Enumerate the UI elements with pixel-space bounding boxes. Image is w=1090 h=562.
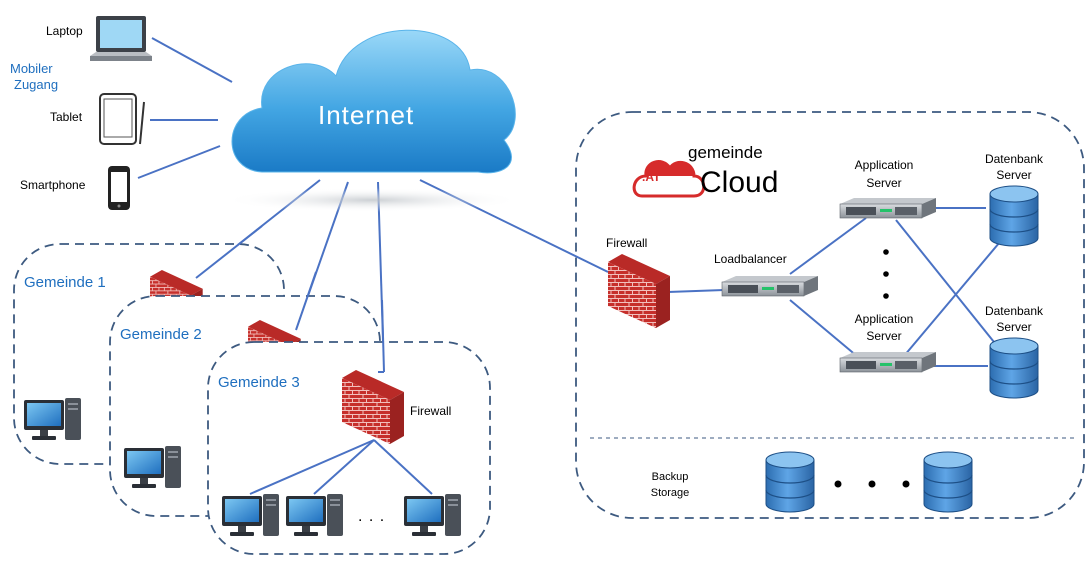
logo-badge-text: .AT [642, 170, 661, 184]
app-server-2-icon [839, 351, 937, 373]
link-firewall-loadbalancer [667, 289, 725, 293]
smartphone-icon [108, 166, 130, 210]
app-server-1-label-line1: Application [854, 158, 914, 172]
db-server-1-label-line1: Datenbank [984, 152, 1044, 166]
backup-db-1-icon [765, 451, 815, 513]
internet-cloud [222, 29, 522, 212]
tablet-label: Tablet [50, 110, 83, 124]
loadbalancer-server-icon [721, 275, 819, 297]
link-smartphone-internet [137, 145, 221, 179]
internet-label: Internet [318, 100, 415, 130]
backup-label-line1: Backup [651, 471, 689, 483]
cloud-firewall-label: Firewall [606, 236, 648, 250]
gemeinde-3-label: Gemeinde 3 [218, 374, 300, 391]
mobile-access-label-line2: Zugang [14, 77, 59, 92]
app-server-1-label-line2: Server [866, 176, 902, 190]
gemeinde-3-content [222, 370, 461, 536]
gemeinde-2-label: Gemeinde 2 [120, 326, 202, 343]
link-app2-db1 [903, 229, 1011, 357]
backup-label-line2: Storage [650, 487, 690, 499]
mobile-access-label-line1: Mobiler [10, 61, 53, 76]
logo-word-gemeinde: gemeinde [688, 143, 763, 162]
cloud-firewall-icon [608, 254, 670, 328]
laptop-label: Laptop [46, 24, 83, 38]
logo-word-cloud: Cloud [700, 166, 779, 199]
db-server-2-label-line2: Server [996, 320, 1032, 334]
app-server-2-label-line1: Application [854, 312, 914, 326]
loadbalancer-label: Loadbalancer [714, 252, 787, 266]
gemeinde-cloud-logo-icon [632, 160, 706, 198]
uplink-lines [195, 225, 385, 373]
gemeinde-cloud-region [575, 111, 1085, 519]
smartphone-label: Smartphone [20, 178, 86, 192]
backup-ellipsis [834, 480, 910, 488]
app-server-ellipsis [883, 249, 889, 299]
db-server-2-label-line1: Datenbank [984, 304, 1044, 318]
link-laptop-internet [151, 37, 233, 83]
laptop-icon [90, 16, 152, 61]
app-server-2-label-line2: Server [866, 329, 902, 343]
pc-ellipsis: . . . [358, 508, 386, 525]
backup-db-2-icon [923, 451, 973, 513]
database-1-icon [989, 185, 1039, 247]
gemeinde-1-label: Gemeinde 1 [24, 274, 106, 291]
link-app1-db2 [895, 219, 1003, 353]
database-2-icon [989, 337, 1039, 399]
db-server-1-label-line2: Server [996, 168, 1032, 182]
link-lb-app2 [789, 299, 865, 363]
link-lb-app1 [789, 217, 867, 275]
tablet-icon [99, 93, 145, 145]
app-server-1-icon [839, 197, 937, 219]
gemeinde-3-firewall-label: Firewall [410, 404, 452, 418]
